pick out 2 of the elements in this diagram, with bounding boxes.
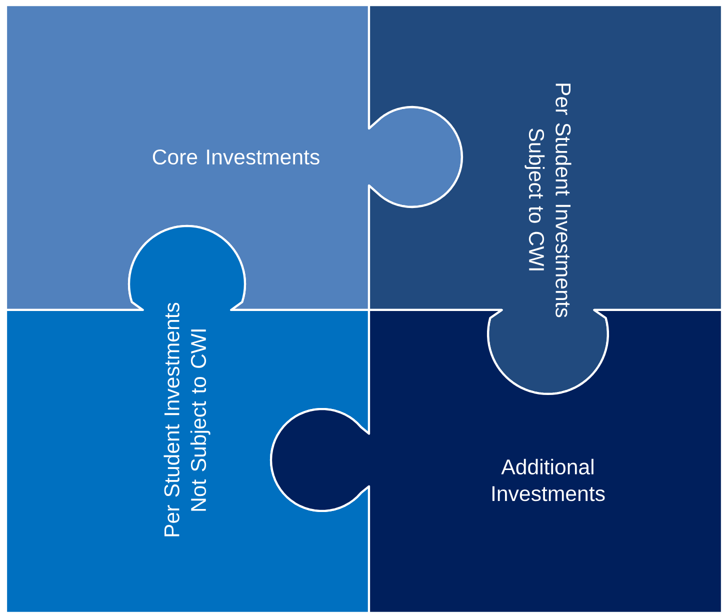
puzzle-piece: Per Student Investments Not Subject to CWI (4, 224, 370, 613)
puzzle-piece: Per Student Investments Subject to CWI (368, 4, 722, 396)
